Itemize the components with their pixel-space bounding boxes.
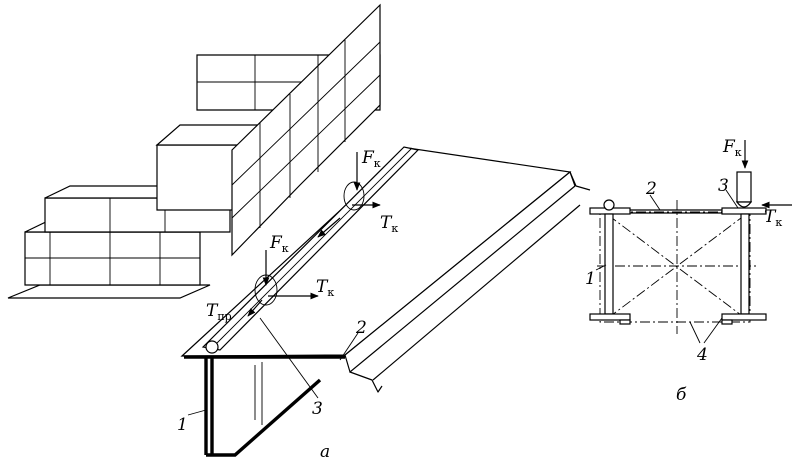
label-traction-b: Tк — [764, 207, 782, 229]
i-beam-section — [184, 355, 345, 457]
caption-a: а — [320, 442, 330, 462]
label-traction-lower: Tк — [316, 277, 334, 299]
label-force-b: Fк — [722, 137, 742, 159]
section-b: Fк Tк 2 3 1 4 б — [585, 137, 792, 405]
label-num-1-left: 1 — [177, 415, 188, 435]
wheel-contact-upper — [317, 152, 381, 238]
label-num-3-left: 3 — [312, 399, 323, 419]
label-num-2-left: 2 — [355, 318, 367, 338]
label-num-2-right: 2 — [645, 179, 657, 199]
label-force-lower: Fк — [269, 233, 289, 255]
wheel-contact-lower — [247, 250, 319, 317]
label-force-upper: Fк — [361, 148, 381, 170]
label-transverse: Tпр — [206, 301, 232, 323]
label-num-3-right: 3 — [718, 176, 729, 196]
label-num-4: 4 — [696, 345, 708, 365]
label-num-1-right: 1 — [585, 269, 596, 289]
girder-scene: Fк Tк Fк Tк Tпр 2 3 1 а — [7, 3, 591, 462]
floor-slab — [7, 284, 211, 299]
end-wall-grid — [231, 3, 381, 257]
caption-b: б — [676, 385, 687, 405]
label-traction-upper: Tк — [380, 213, 398, 235]
